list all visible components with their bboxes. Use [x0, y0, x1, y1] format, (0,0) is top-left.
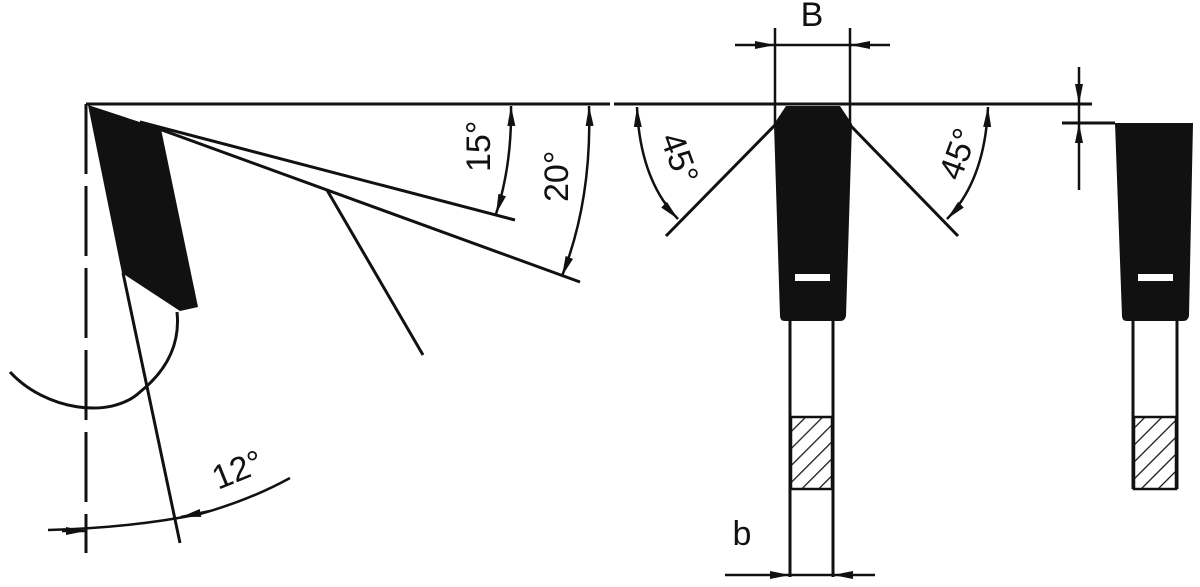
chamfer-line-left: [664, 123, 777, 238]
angle-20-arc: [560, 105, 594, 277]
carbide-tooth-trailing: [1115, 123, 1193, 321]
carbide-tooth-side: [88, 105, 198, 311]
trailing-tooth-view: [1062, 67, 1193, 491]
side-view: 15° 20° 12°: [8, 102, 610, 553]
angle-20-label: 20°: [538, 151, 576, 202]
tooth-mark: [795, 274, 830, 281]
angle-15-arc: [494, 105, 516, 215]
angle-12-label: 12°: [207, 443, 269, 497]
carbide-tooth-front: [774, 106, 852, 321]
tooth-mark-trailing: [1138, 274, 1173, 281]
angle-12-arrow-right: [180, 509, 211, 519]
rake-line-20: [139, 120, 581, 284]
body-section-hatch-trailing: [1132, 415, 1178, 491]
rake-line-15: [139, 120, 516, 222]
body-section-hatch: [789, 415, 834, 491]
chamfer-left-arc: [633, 106, 679, 220]
face-normal-line: [325, 189, 425, 356]
chamfer-right-arc: [946, 106, 992, 220]
chamfer-line-right: [848, 123, 960, 238]
angle-15-label: 15°: [460, 121, 498, 172]
tooth-width-label: B: [801, 0, 824, 34]
chamfer-right-label: 45°: [932, 123, 985, 184]
gullet-arc: [8, 311, 180, 410]
body-thickness-label: b: [733, 515, 752, 553]
front-view: B 45° 45° b: [614, 0, 1092, 579]
clearance-line: [121, 272, 182, 544]
chamfer-left-label: 45°: [652, 128, 705, 189]
